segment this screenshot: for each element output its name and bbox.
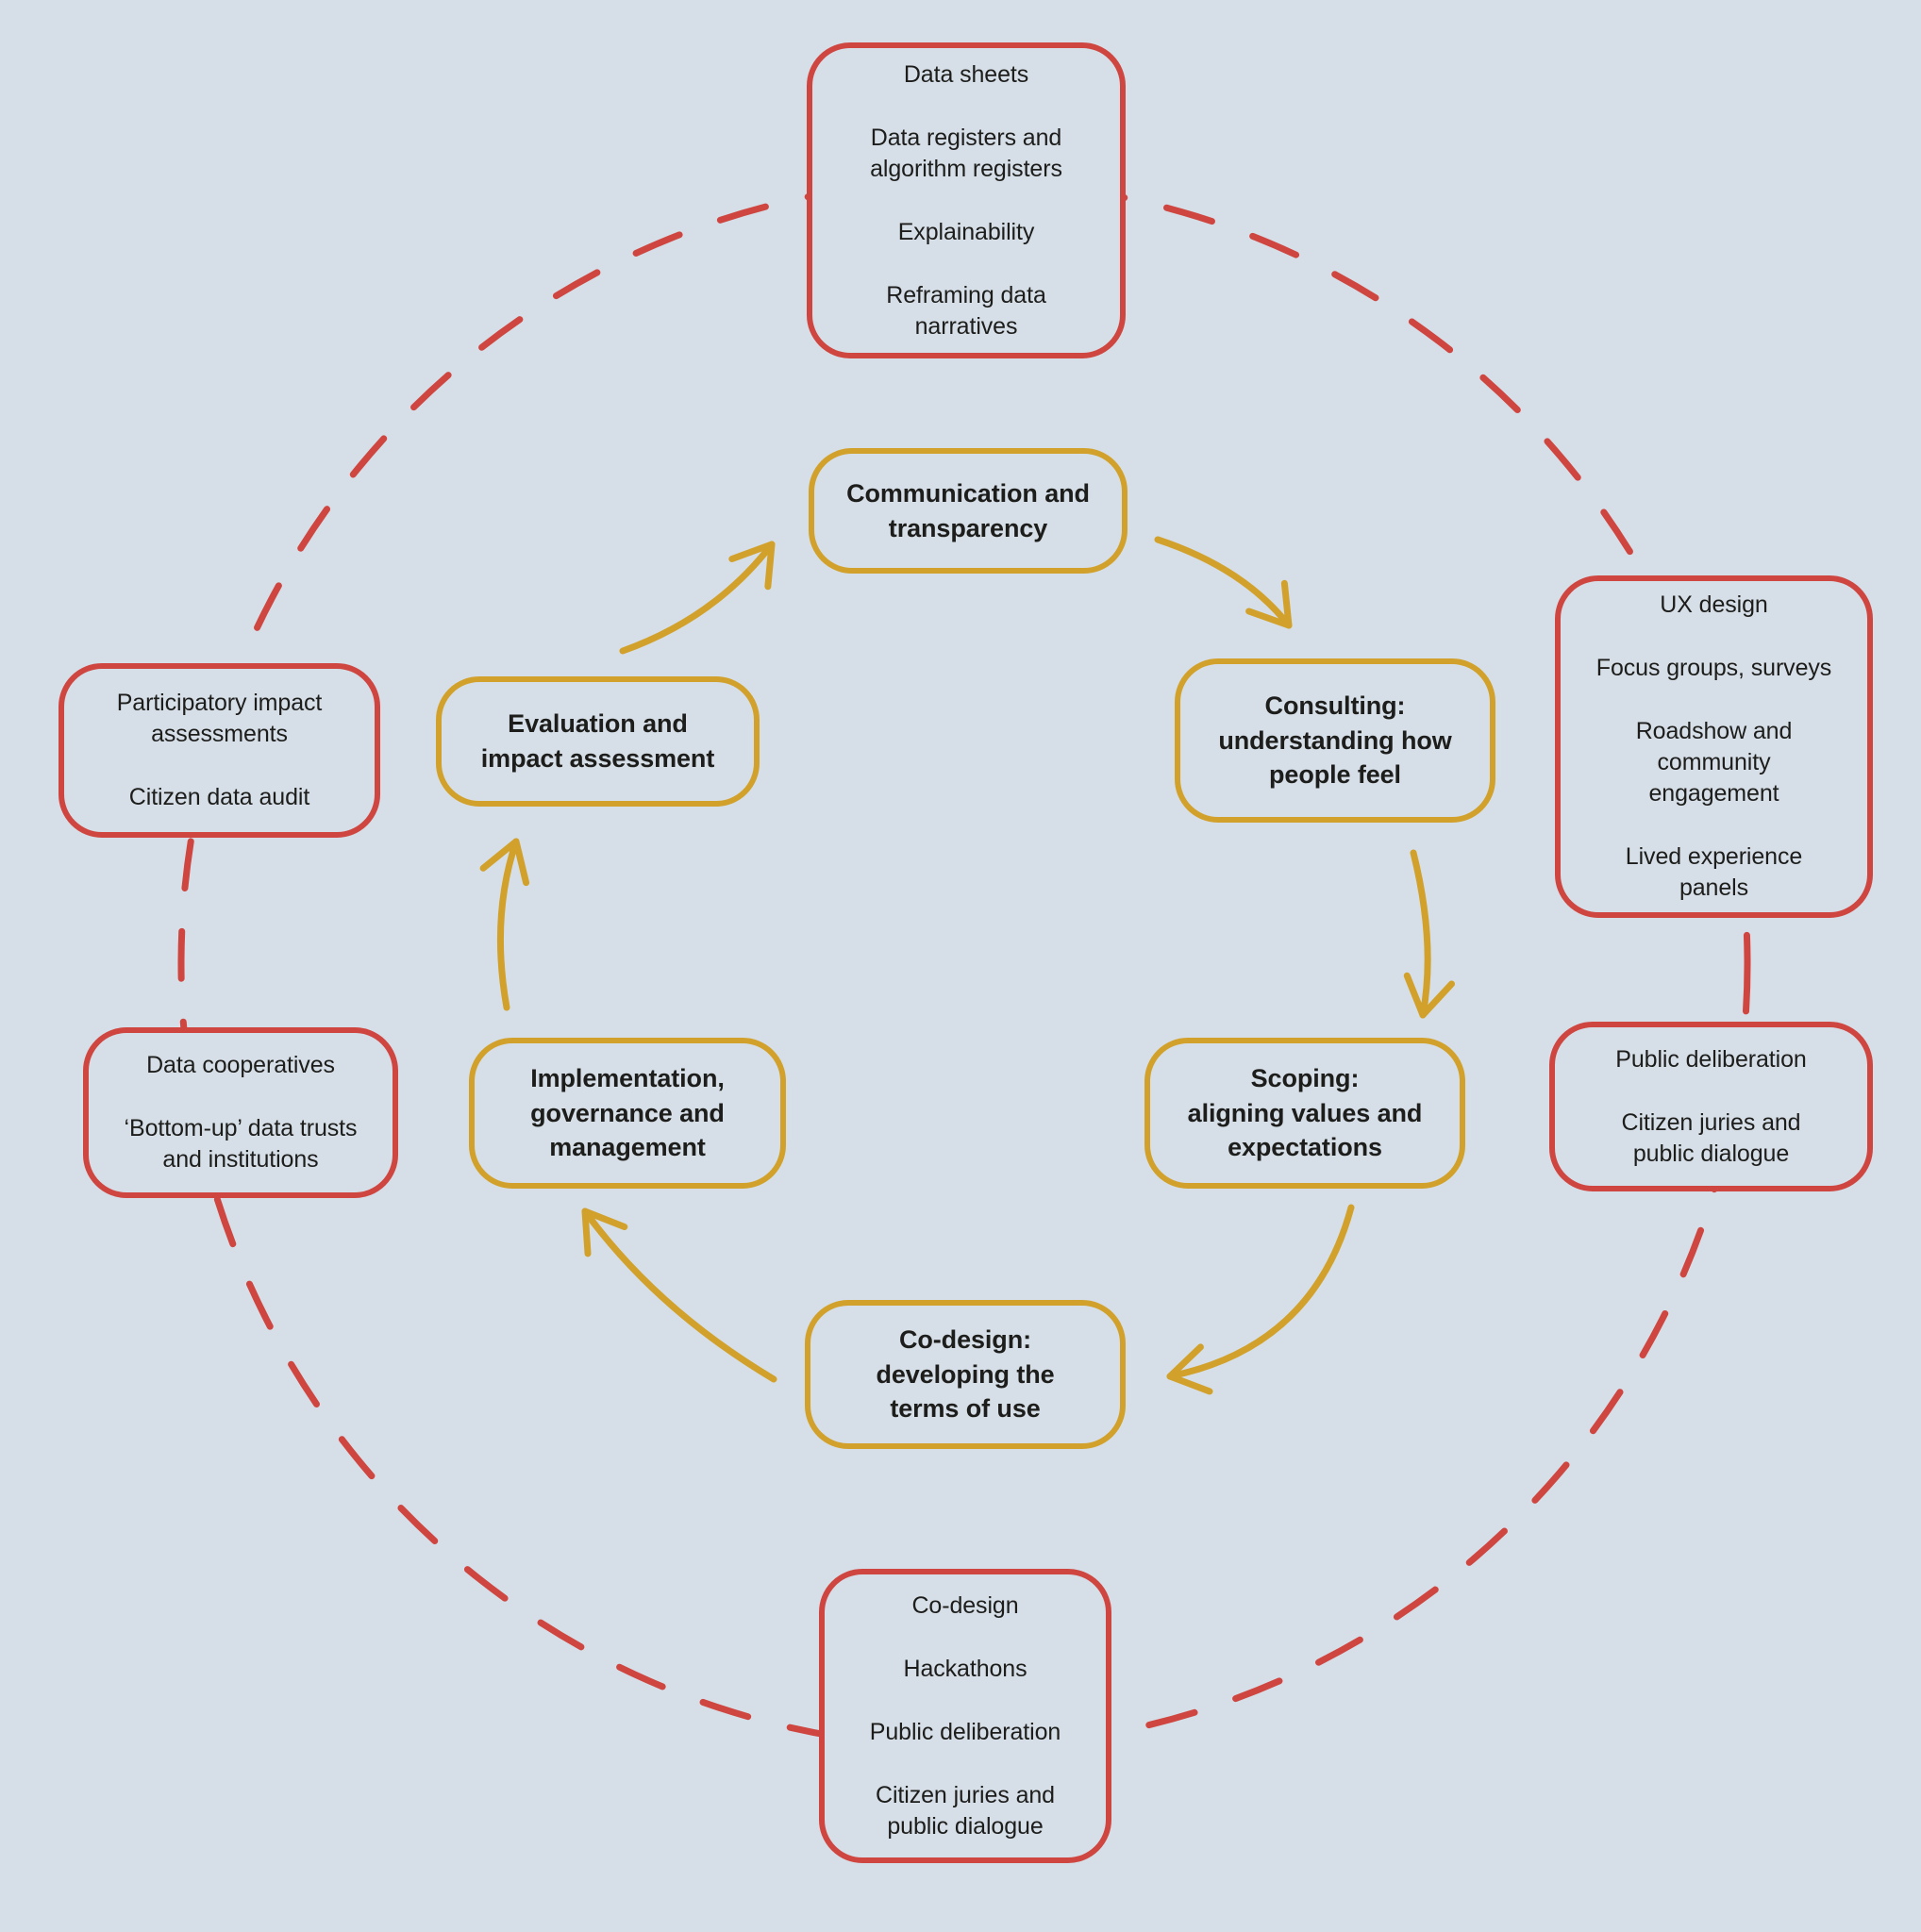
methods-box-consulting: UX design Focus groups, surveys Roadshow… bbox=[1555, 575, 1873, 918]
method-item: Hackathons bbox=[903, 1655, 1027, 1682]
cycle-stage-label: Co-design: developing the terms of use bbox=[876, 1324, 1055, 1424]
cycle-stage-label: Evaluation and impact assessment bbox=[480, 709, 715, 773]
methods-box-evaluation: Participatory impact assessments Citizen… bbox=[58, 663, 380, 838]
method-item: Explainability bbox=[897, 218, 1035, 245]
method-item: ‘Bottom-up’ data trusts and institutions bbox=[124, 1115, 358, 1173]
method-item: Participatory impact assessments bbox=[116, 690, 323, 747]
methods-box-codesign: Co-design Hackathons Public deliberation… bbox=[819, 1569, 1111, 1863]
method-item: Lived experience panels bbox=[1625, 843, 1803, 901]
method-item: Citizen juries and public dialogue bbox=[876, 1781, 1055, 1840]
arrow-codesign-to-implementation bbox=[581, 1208, 777, 1383]
method-item: Public deliberation bbox=[1615, 1045, 1807, 1073]
arrow-evaluation-to-communication bbox=[619, 541, 776, 655]
arrow-consulting-to-scoping bbox=[1403, 849, 1455, 1019]
cycle-stage-label: Communication and transparency bbox=[846, 478, 1090, 542]
method-item: Public deliberation bbox=[869, 1718, 1061, 1745]
method-item: Data sheets bbox=[903, 60, 1029, 88]
cycle-stage-label: Scoping: aligning values and expectation… bbox=[1187, 1063, 1423, 1162]
method-item: Data registers and algorithm registers bbox=[870, 124, 1062, 182]
cycle-stage-scoping: Scoping: aligning values and expectation… bbox=[1144, 1038, 1465, 1189]
cycle-stage-label: Consulting: understanding how people fee… bbox=[1218, 691, 1452, 790]
method-item: Co-design bbox=[911, 1591, 1019, 1619]
method-item: Roadshow and community engagement bbox=[1635, 718, 1793, 807]
method-item: Focus groups, surveys bbox=[1595, 655, 1832, 681]
method-item: Reframing data narratives bbox=[886, 281, 1046, 340]
cycle-stage-communication: Communication and transparency bbox=[809, 448, 1128, 574]
arrow-scoping-to-codesign bbox=[1166, 1204, 1355, 1395]
method-item: Citizen data audit bbox=[128, 784, 310, 810]
outer-dashed-circle bbox=[177, 177, 1751, 1751]
cycle-stage-label: Implementation, governance and managemen… bbox=[530, 1063, 725, 1162]
methods-box-communication: Data sheets Data registers and algorithm… bbox=[807, 42, 1126, 358]
arrow-communication-to-consulting bbox=[1154, 536, 1293, 629]
cycle-stage-codesign: Co-design: developing the terms of use bbox=[805, 1300, 1126, 1449]
arrow-implementation-to-evaluation bbox=[479, 838, 530, 1011]
method-item: Citizen juries and public dialogue bbox=[1621, 1108, 1801, 1167]
method-item: UX design bbox=[1660, 591, 1768, 618]
cycle-stage-consulting: Consulting: understanding how people fee… bbox=[1175, 658, 1495, 823]
methods-box-implementation: Data cooperatives ‘Bottom-up’ data trust… bbox=[83, 1027, 398, 1198]
cycle-stage-evaluation: Evaluation and impact assessment bbox=[436, 676, 760, 807]
cycle-stage-implementation: Implementation, governance and managemen… bbox=[469, 1038, 786, 1189]
methods-box-scoping: Public deliberation Citizen juries and p… bbox=[1549, 1022, 1873, 1191]
method-item: Data cooperatives bbox=[146, 1052, 335, 1078]
